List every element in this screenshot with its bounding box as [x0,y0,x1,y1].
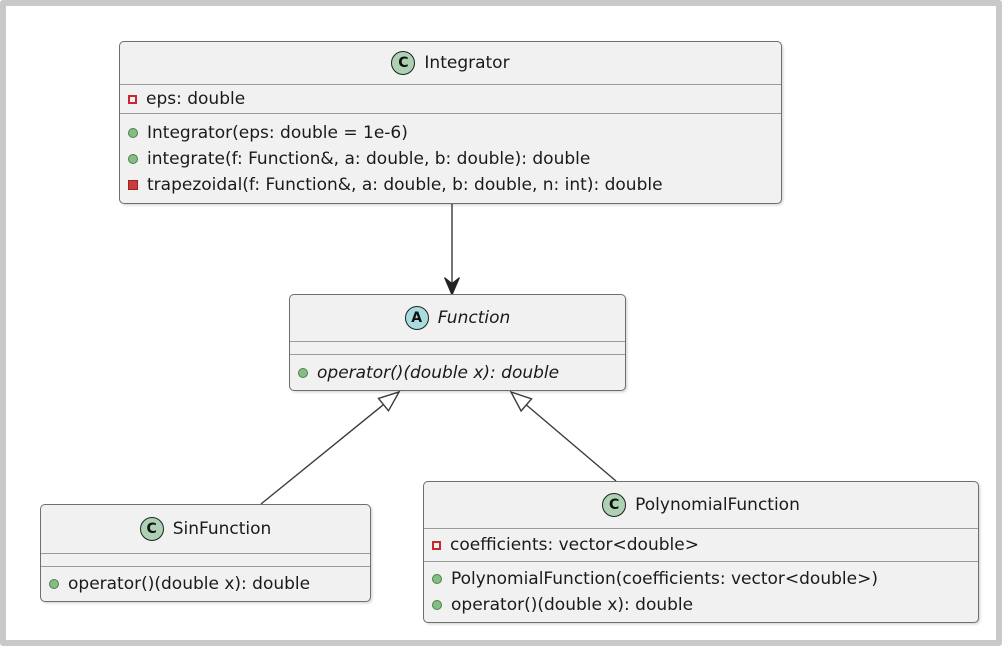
field-row: coefficients: vector<double> [432,532,970,558]
method-text: operator()(double x): double [68,574,311,594]
method-text: Integrator(eps: double = 1e-6) [147,122,408,143]
private-field-icon [128,94,137,104]
public-method-icon [298,367,308,378]
methods-section: operator()(double x): double [41,566,370,601]
method-row: Integrator(eps: double = 1e-6) [128,120,773,146]
class-name: Integrator [424,53,510,73]
public-method-icon [128,127,138,138]
methods-section: operator()(double x): double [290,354,625,390]
class-name: Function [437,308,511,328]
public-method-icon [128,153,138,164]
inheritance-arrow-polynomialfunction-to-function [509,390,617,482]
class-name: SinFunction [172,519,272,539]
fields-section: coefficients: vector<double> [424,528,978,561]
class-name: PolynomialFunction [635,495,800,515]
class-stereotype-icon: C [391,51,416,75]
class-box-function: A Function operator()(double x): double [289,294,626,391]
public-method-icon [432,574,442,584]
field-text: eps: double [146,89,246,109]
field-text: coefficients: vector<double> [450,535,699,555]
methods-section: Integrator(eps: double = 1e-6) integrate… [120,113,781,203]
fields-section: eps: double [120,84,781,113]
private-field-icon [432,540,441,550]
class-header-polynomialfunction: C PolynomialFunction [424,482,978,528]
method-text: trapezoidal(f: Function&, a: double, b: … [147,174,663,195]
fields-section-empty [41,553,370,566]
method-row: operator()(double x): double [49,571,362,597]
abstract-stereotype-icon: A [404,306,429,330]
class-box-polynomialfunction: C PolynomialFunction coefficients: vecto… [423,481,979,623]
private-method-icon [128,179,138,190]
public-method-icon [49,579,59,589]
method-text: PolynomialFunction(coefficients: vector<… [451,569,878,589]
public-method-icon [432,600,442,610]
class-stereotype-icon: C [139,517,164,541]
abstract-method-text: operator()(double x): double [317,362,560,383]
field-row: eps: double [128,86,773,112]
inheritance-arrow-sinfunction-to-function [260,390,401,505]
class-stereotype-icon: C [602,493,627,517]
method-row: operator()(double x): double [298,360,617,386]
fields-section-empty [290,341,625,354]
method-row: trapezoidal(f: Function&, a: double, b: … [128,172,773,198]
method-text: integrate(f: Function&, a: double, b: do… [147,148,591,169]
methods-section: PolynomialFunction(coefficients: vector<… [424,561,978,622]
class-header-function: A Function [290,295,625,341]
class-box-sinfunction: C SinFunction operator()(double x): doub… [40,504,371,602]
class-header-integrator: C Integrator [120,42,781,84]
association-arrow-integrator-to-function [444,204,460,297]
class-box-integrator: C Integrator eps: double Integrator(eps:… [119,41,782,204]
method-row: PolynomialFunction(coefficients: vector<… [432,566,970,592]
method-row: operator()(double x): double [432,592,970,618]
method-text: operator()(double x): double [451,595,694,615]
method-row: integrate(f: Function&, a: double, b: do… [128,146,773,172]
class-header-sinfunction: C SinFunction [41,505,370,553]
